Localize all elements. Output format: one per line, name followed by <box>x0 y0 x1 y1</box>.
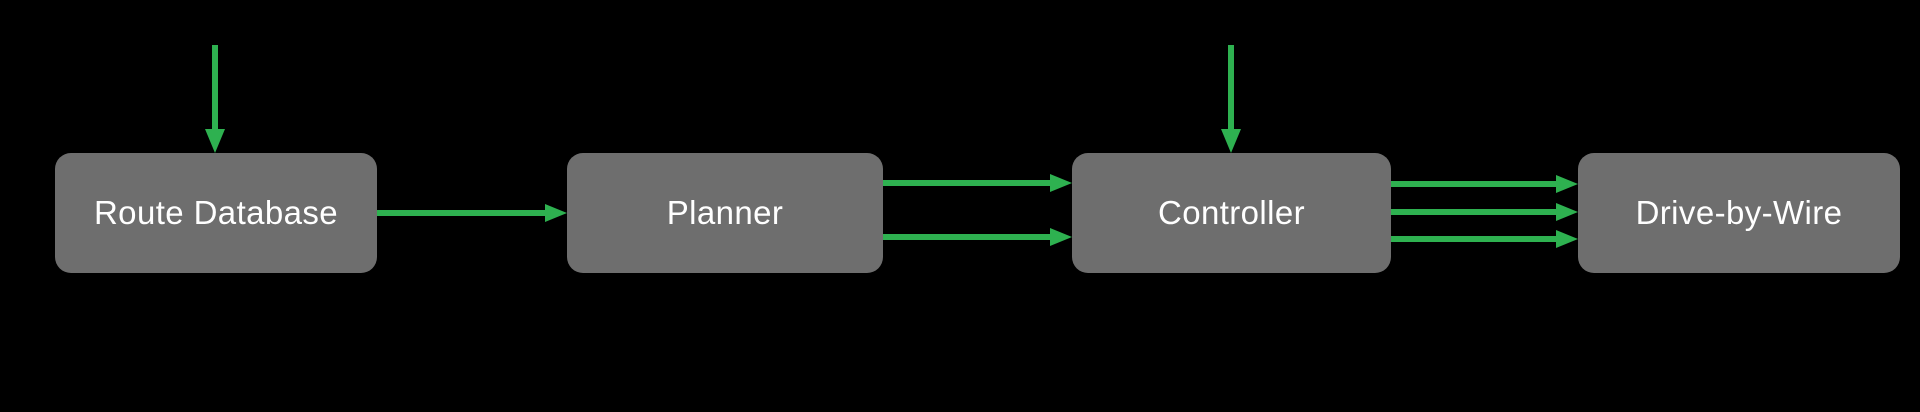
arrow-controller-to-drive-by-wire-2 <box>1391 203 1578 221</box>
node-label: Controller <box>1157 194 1306 231</box>
arrow-planner-to-controller-2 <box>883 228 1072 246</box>
arrow-shaft <box>212 45 218 129</box>
input-arrow-route-database <box>205 45 225 153</box>
arrow-head-icon <box>1221 129 1241 153</box>
node-route-database: Route Database <box>55 153 377 273</box>
arrow-shaft <box>883 180 1050 186</box>
arrow-head-icon <box>1050 174 1072 192</box>
arrow-shaft <box>1391 209 1556 215</box>
arrow-head-icon <box>1556 175 1578 193</box>
arrow-head-icon <box>545 204 567 222</box>
node-planner: Planner <box>567 153 883 273</box>
arrow-shaft <box>377 210 545 216</box>
arrow-shaft <box>883 234 1050 240</box>
node-label: Drive-by-Wire <box>1635 194 1843 231</box>
arrow-shaft <box>1391 181 1556 187</box>
input-arrow-controller <box>1221 45 1241 153</box>
arrow-controller-to-drive-by-wire-1 <box>1391 175 1578 193</box>
arrow-planner-to-controller-1 <box>883 174 1072 192</box>
arrow-controller-to-drive-by-wire-3 <box>1391 230 1578 248</box>
node-label: Route Database <box>93 194 339 231</box>
arrow-head-icon <box>1556 203 1578 221</box>
arrow-shaft <box>1391 236 1556 242</box>
node-label: Planner <box>666 194 784 231</box>
arrow-route-database-to-planner <box>377 204 567 222</box>
arrow-head-icon <box>205 129 225 153</box>
arrow-head-icon <box>1556 230 1578 248</box>
arrow-shaft <box>1228 45 1234 129</box>
node-drive-by-wire: Drive-by-Wire <box>1578 153 1900 273</box>
arrow-head-icon <box>1050 228 1072 246</box>
node-controller: Controller <box>1072 153 1391 273</box>
